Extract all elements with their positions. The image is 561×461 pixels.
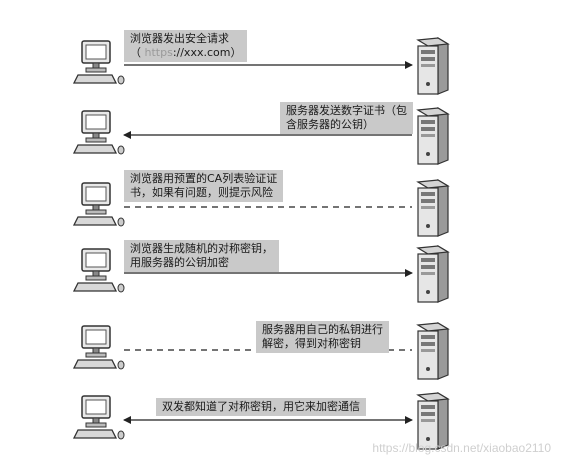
server-icon-1 xyxy=(416,36,450,95)
server-icon-4 xyxy=(416,244,450,303)
client-computer-icon-3 xyxy=(72,182,125,227)
watermark: https://blog.csdn.net/xiaobao2110 xyxy=(372,441,551,455)
step-1-url-open: （ xyxy=(130,46,145,59)
step-4-label: 浏览器生成随机的对称密钥， 用服务器的公钥加密 xyxy=(124,240,279,272)
step-1-label-line-2: （ https://xxx.com） xyxy=(130,46,241,60)
client-computer-icon-6 xyxy=(72,395,125,440)
server-icon-3 xyxy=(416,178,450,237)
step-6-label: 双发都知道了对称密钥，用它来加密通信 xyxy=(156,398,366,416)
step-5-label-line-1: 服务器用自己的私钥进行 xyxy=(262,323,383,336)
step-4-label-line-2: 用服务器的公钥加密 xyxy=(130,256,229,269)
step-1-label: 浏览器发出安全请求 （ https://xxx.com） xyxy=(124,30,248,62)
step-2-label-line-2: 含服务器的公钥） xyxy=(286,118,374,131)
client-computer-icon-5 xyxy=(72,325,125,370)
step-1-label-line-1: 浏览器发出安全请求 xyxy=(130,32,229,45)
client-computer-icon-1 xyxy=(72,40,125,85)
step-3-label-line-1: 浏览器用预置的CA列表验证证 xyxy=(130,172,278,185)
step-1-url-scheme: https xyxy=(144,46,173,59)
server-icon-5 xyxy=(416,321,450,380)
step-2-label: 服务器发送数字证书（包 含服务器的公钥） xyxy=(280,102,413,134)
client-computer-icon-2 xyxy=(72,110,125,155)
step-3-label: 浏览器用预置的CA列表验证证 书，如果有问题，则提示风险 xyxy=(124,170,284,202)
client-computer-icon-4 xyxy=(72,248,125,293)
step-6-label-line-1: 双发都知道了对称密钥，用它来加密通信 xyxy=(162,400,360,413)
step-1-url-rest: ://xxx.com） xyxy=(172,46,242,59)
step-3-label-line-2: 书，如果有问题，则提示风险 xyxy=(130,186,273,199)
step-2-label-line-1: 服务器发送数字证书（包 xyxy=(286,104,407,117)
server-icon-6 xyxy=(416,391,450,450)
server-icon-2 xyxy=(416,106,450,165)
step-5-label: 服务器用自己的私钥进行 解密，得到对称密钥 xyxy=(256,321,389,353)
step-5-label-line-2: 解密，得到对称密钥 xyxy=(262,337,361,350)
step-4-label-line-1: 浏览器生成随机的对称密钥， xyxy=(130,242,273,255)
